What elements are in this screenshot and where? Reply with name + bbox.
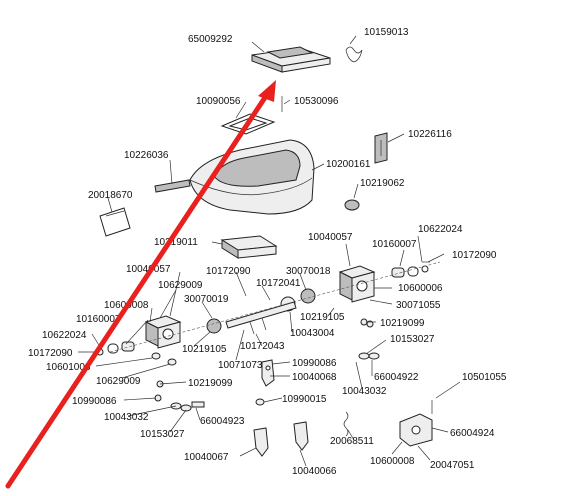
part-label: 10219105 xyxy=(182,344,227,355)
part-label: 20068511 xyxy=(330,436,374,447)
part-label: 10219099 xyxy=(380,318,425,329)
part-label: 10629009 xyxy=(96,376,141,387)
spring-part xyxy=(345,46,363,63)
part-label: 10043004 xyxy=(290,328,335,339)
manual-sheet-part xyxy=(99,207,131,237)
red-arrow xyxy=(5,80,276,489)
right-clip-part xyxy=(358,352,380,360)
part-labels: 65009292 10159013 10090056 10530096 1022… xyxy=(28,27,507,477)
part-label: 10040067 xyxy=(184,452,229,463)
part-label: 10501055 xyxy=(462,372,507,383)
part-label: 30071055 xyxy=(396,300,441,311)
part-label: 66004924 xyxy=(450,428,495,439)
knob-part xyxy=(344,199,360,211)
part-label: 10159013 xyxy=(364,27,409,38)
decal-strip-part xyxy=(154,179,191,193)
part-label: 10172090 xyxy=(452,250,497,261)
part-label: 10172041 xyxy=(256,278,301,289)
part-label: 10040057 xyxy=(308,232,353,243)
part-label: 30070018 xyxy=(286,266,331,277)
shaft-pin-part xyxy=(261,317,267,331)
part-label: 10090056 xyxy=(196,96,241,107)
drive-shaft-part xyxy=(109,261,441,353)
part-label: 10071073 xyxy=(218,360,263,371)
spacer-part xyxy=(255,398,265,406)
part-label: 10219062 xyxy=(360,178,405,189)
hanger-bracket-part xyxy=(261,359,275,387)
part-label: 10990015 xyxy=(282,394,327,405)
arrow-head xyxy=(258,80,276,102)
part-label: 10153027 xyxy=(390,334,435,345)
label-plate-part xyxy=(374,132,388,164)
part-label: 10219011 xyxy=(154,237,198,248)
trolley-left-part xyxy=(253,427,269,457)
part-label: 10172043 xyxy=(240,341,285,352)
tray-part xyxy=(220,235,278,259)
part-label: 10160007 xyxy=(372,239,417,250)
part-label: 66004923 xyxy=(200,416,245,427)
spring-small-part xyxy=(343,411,349,437)
part-label: 10043032 xyxy=(104,412,149,423)
part-label: 10172090 xyxy=(28,348,73,359)
part-label: 10600008 xyxy=(370,456,415,467)
part-label: 10160007 xyxy=(76,314,121,325)
bolt-part xyxy=(191,401,205,408)
part-label: 10153027 xyxy=(140,429,185,440)
part-label: 10601008 xyxy=(46,362,91,373)
mount-bracket-part xyxy=(399,413,433,447)
part-label: 10226116 xyxy=(408,129,452,140)
part-label: 10530096 xyxy=(294,96,339,107)
washer-part xyxy=(366,320,374,328)
part-label: 20018670 xyxy=(88,190,133,201)
part-label: 10622024 xyxy=(418,224,463,235)
part-label: 65009292 xyxy=(188,34,233,45)
part-label: 10219105 xyxy=(300,312,345,323)
part-label: 10600006 xyxy=(398,283,443,294)
part-label: 10990086 xyxy=(72,396,117,407)
left-gearbox-part xyxy=(144,315,182,349)
part-label: 10622024 xyxy=(42,330,87,341)
arrow-shaft xyxy=(5,93,269,489)
cover-lid-part xyxy=(251,46,331,73)
leader-lines xyxy=(78,35,461,467)
right-gearbox-part xyxy=(338,265,376,303)
left-gear-part xyxy=(206,318,222,334)
part-label: 10226036 xyxy=(124,150,169,161)
part-label: 10043032 xyxy=(342,386,387,397)
left-sleeve-part xyxy=(107,341,135,354)
part-label: 10172090 xyxy=(206,266,251,277)
part-label: 10219099 xyxy=(188,378,233,389)
part-label: 10040066 xyxy=(292,466,337,477)
shaft-pin-part xyxy=(249,321,255,335)
part-label: 30070019 xyxy=(184,294,229,305)
right-washer-part xyxy=(421,265,429,273)
part-label: 10040068 xyxy=(292,372,337,383)
trolley-right-part xyxy=(293,421,309,451)
right-sleeve-part xyxy=(391,266,419,278)
main-housing-part xyxy=(189,139,315,215)
part-label: 10990086 xyxy=(292,358,337,369)
part-label: 66004922 xyxy=(374,372,419,383)
part-label: 20047051 xyxy=(430,460,475,471)
part-label: 10200161 xyxy=(326,159,371,170)
part-label: 10629009 xyxy=(158,280,203,291)
